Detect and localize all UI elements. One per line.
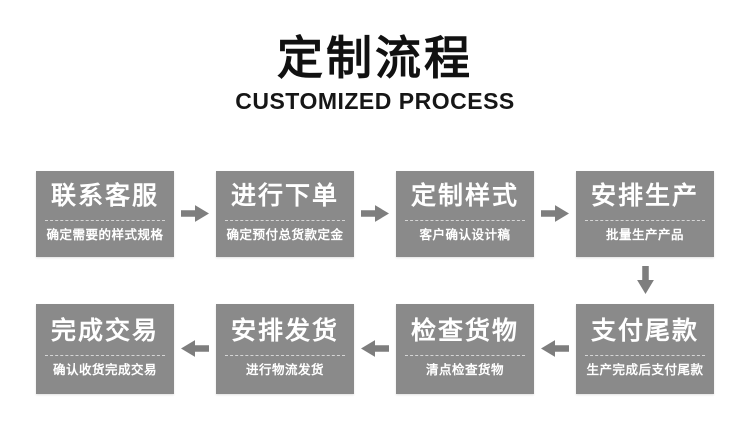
step-subtitle: 清点检查货物 xyxy=(425,362,504,377)
dashed-divider xyxy=(585,219,705,221)
dashed-divider xyxy=(405,219,525,221)
arrow-right-icon xyxy=(534,171,576,257)
dashed-divider xyxy=(405,354,525,356)
dashed-divider xyxy=(585,354,705,356)
page-subtitle: CUSTOMIZED PROCESS xyxy=(235,87,515,114)
step-box-pay-balance: 支付尾款 生产完成后支付尾款 xyxy=(576,303,714,394)
step-subtitle: 进行物流发货 xyxy=(245,362,324,377)
step-box-complete-transaction: 完成交易 确认收货完成交易 xyxy=(36,303,174,394)
step-title: 检查货物 xyxy=(410,317,519,346)
step-subtitle: 批量生产产品 xyxy=(605,227,684,242)
flow-connector xyxy=(36,257,714,304)
flow-row-top: 联系客服 确定需要的样式规格 进行下单 确定预付总货款定金 定制样式 客户确认设… xyxy=(36,170,714,257)
step-title: 安排发货 xyxy=(230,317,339,346)
step-title: 进行下单 xyxy=(230,182,339,211)
page-header: 定制流程 CUSTOMIZED PROCESS xyxy=(0,0,750,115)
dashed-divider xyxy=(225,354,345,356)
step-subtitle: 客户确认设计稿 xyxy=(419,227,511,242)
step-box-inspect-goods: 检查货物 清点检查货物 xyxy=(396,303,534,394)
step-box-place-order: 进行下单 确定预付总货款定金 xyxy=(216,170,354,257)
page-title: 定制流程 xyxy=(277,32,473,84)
step-box-arrange-shipping: 安排发货 进行物流发货 xyxy=(216,303,354,394)
step-title: 完成交易 xyxy=(50,317,159,346)
step-box-custom-style: 定制样式 客户确认设计稿 xyxy=(396,170,534,257)
arrow-down-icon xyxy=(576,257,714,304)
step-subtitle: 确认收货完成交易 xyxy=(52,362,157,377)
step-subtitle: 生产完成后支付尾款 xyxy=(586,362,704,377)
arrow-left-icon xyxy=(354,304,396,394)
arrow-left-icon xyxy=(534,304,576,394)
step-subtitle: 确定需要的样式规格 xyxy=(46,227,164,242)
step-subtitle: 确定预付总货款定金 xyxy=(226,227,344,242)
arrow-right-icon xyxy=(354,171,396,257)
dashed-divider xyxy=(225,219,345,221)
dashed-divider xyxy=(45,219,165,221)
arrow-left-icon xyxy=(174,304,216,394)
step-title: 安排生产 xyxy=(590,182,699,211)
step-title: 支付尾款 xyxy=(590,317,699,346)
flow-row-bottom: 完成交易 确认收货完成交易 安排发货 进行物流发货 检查货物 清点检查货物 支付… xyxy=(36,303,714,394)
step-box-contact-service: 联系客服 确定需要的样式规格 xyxy=(36,170,174,257)
step-box-arrange-production: 安排生产 批量生产产品 xyxy=(576,170,714,257)
step-title: 联系客服 xyxy=(50,182,159,211)
dashed-divider xyxy=(45,354,165,356)
arrow-right-icon xyxy=(174,171,216,257)
step-title: 定制样式 xyxy=(410,182,519,211)
